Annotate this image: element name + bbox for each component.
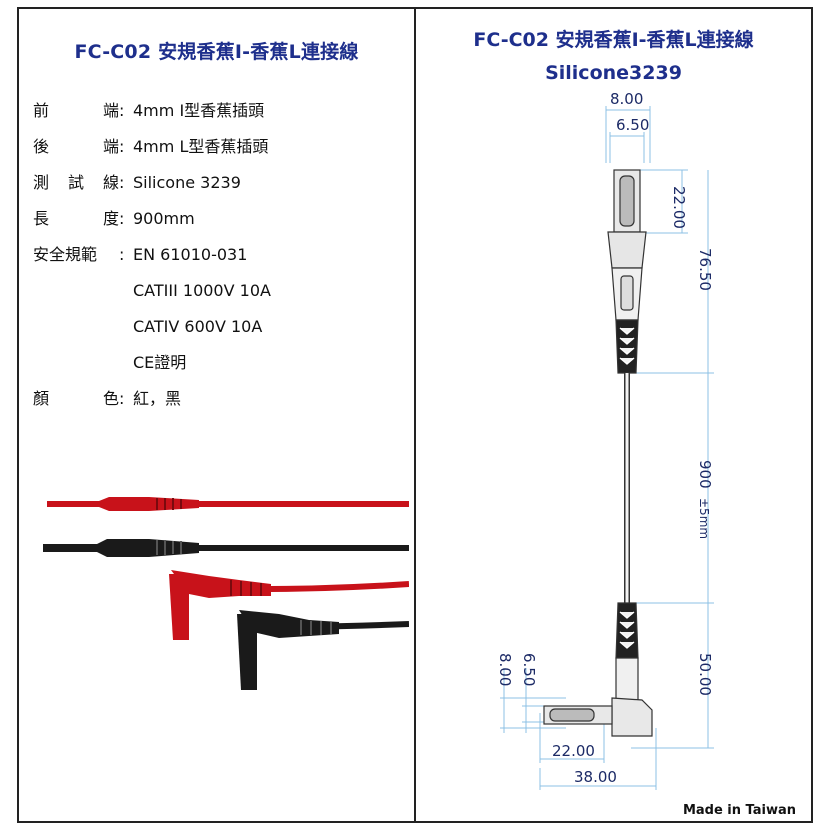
red-angle-lead xyxy=(169,570,409,640)
dim-cable-len: 900 xyxy=(696,460,714,489)
black-angle-lead xyxy=(237,610,409,690)
spec-value-color: 紅，黑 xyxy=(133,389,182,408)
dim-cable-tol: ±5mm xyxy=(697,498,711,539)
spec-safety-cat3: CATIII 1000V 10A xyxy=(133,281,271,300)
dim-top-inner: 6.50 xyxy=(616,116,649,134)
spec-list: 前端 : 4mm I型香蕉插頭 後端 : 4mm L型香蕉插頭 測試線 : Si… xyxy=(33,93,271,417)
spec-label-back: 後端 xyxy=(33,137,119,156)
spec-row-length: 長度 : 900mm xyxy=(33,201,271,237)
black-straight-lead xyxy=(43,539,409,557)
spec-safety-cat4: CATIV 600V 10A xyxy=(133,317,263,336)
dim-back-len: 50.00 xyxy=(696,653,714,696)
dim-l-inner: 6.50 xyxy=(520,653,538,686)
dim-tip-len: 22.00 xyxy=(670,186,688,229)
dimension-drawing: 8.00 6.50 22.00 76.50 900 ±5mm 50.00 8.0… xyxy=(496,90,714,790)
drawing-title-line2: Silicone3239 xyxy=(545,62,682,84)
made-in-label: Made in Taiwan xyxy=(682,803,796,818)
spec-row-front: 前端 : 4mm I型香蕉插頭 xyxy=(33,93,271,129)
spec-label-front: 前端 xyxy=(33,101,119,120)
dim-l-total: 38.00 xyxy=(574,768,617,786)
spec-label-safety: 安全規範 xyxy=(33,245,98,264)
spec-label-color: 顏色 xyxy=(33,389,119,408)
spec-safety-ce: CE證明 xyxy=(133,353,187,372)
product-photo xyxy=(43,497,409,690)
column-divider xyxy=(414,7,416,823)
dim-front-len: 76.50 xyxy=(696,248,714,291)
spec-row-color: 顏色 : 紅，黑 xyxy=(33,381,271,417)
left-panel: FC-C02 安規香蕉I-香蕉L連接線 前端 : 4mm I型香蕉插頭 後端 :… xyxy=(19,9,414,821)
spec-row-safety: 安全規範 : EN 61010-031 xyxy=(33,237,271,273)
spec-row-lead: 測試線 : Silicone 3239 xyxy=(33,165,271,201)
spec-row-back: 後端 : 4mm L型香蕉插頭 xyxy=(33,129,271,165)
dim-l-tip: 22.00 xyxy=(552,742,595,760)
spec-value-safety: EN 61010-031 xyxy=(133,245,248,264)
red-straight-lead xyxy=(47,497,409,511)
lead-outline xyxy=(543,169,653,737)
spec-value-lead: Silicone 3239 xyxy=(133,173,241,192)
product-title: FC-C02 安規香蕉I-香蕉L連接線 xyxy=(74,41,359,63)
spec-value-front: 4mm I型香蕉插頭 xyxy=(133,101,265,120)
spec-value-length: 900mm xyxy=(133,209,195,228)
dim-l-height: 8.00 xyxy=(496,653,514,686)
drawing-title-line1: FC-C02 安規香蕉I-香蕉L連接線 xyxy=(473,29,754,51)
spec-value-back: 4mm L型香蕉插頭 xyxy=(133,137,269,156)
spec-label-length: 長度 xyxy=(33,209,119,228)
spec-label-lead: 測試線 xyxy=(33,173,119,192)
drawing-title: FC-C02 安規香蕉I-香蕉L連接線 Silicone3239 xyxy=(416,24,811,90)
dim-top-width: 8.00 xyxy=(610,90,643,108)
